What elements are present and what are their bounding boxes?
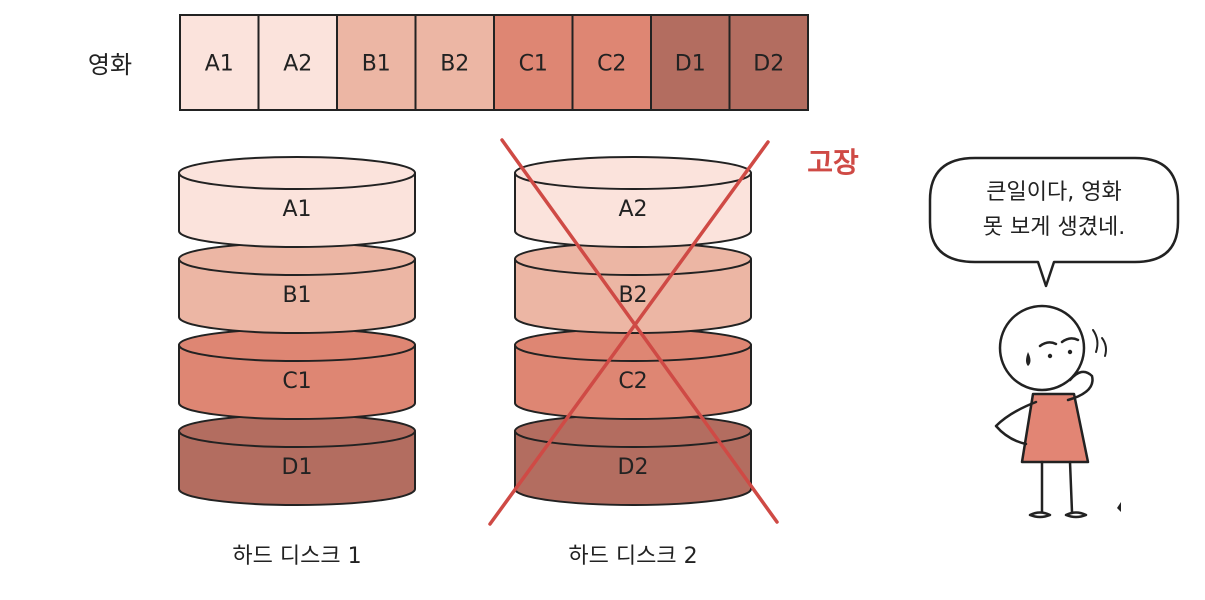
movie-block: D1 xyxy=(651,15,730,110)
movie-label: 영화 xyxy=(88,51,132,79)
disk-platter-label: D1 xyxy=(282,455,313,480)
character-eye xyxy=(1048,354,1052,358)
disk-platter-label: D2 xyxy=(618,455,649,480)
disk-platter-label: A1 xyxy=(282,197,311,222)
disk-platter-label: B2 xyxy=(618,283,647,308)
movie-block-label: A1 xyxy=(205,52,234,77)
movie-block-label: D2 xyxy=(753,52,784,77)
movie-block: A2 xyxy=(259,15,338,110)
movie-block: C2 xyxy=(573,15,652,110)
speech-line-2: 못 보게 생겼네. xyxy=(983,215,1125,240)
disk-platter: B1 xyxy=(179,243,415,333)
movie-block-label: C1 xyxy=(519,52,548,77)
movie-block-label: C2 xyxy=(597,52,626,77)
movie-block-label: D1 xyxy=(675,52,706,77)
movie-block: A1 xyxy=(180,15,259,110)
disk-platter-label: C1 xyxy=(282,369,311,394)
failure-label: 고장 xyxy=(807,146,859,179)
movie-block: B1 xyxy=(337,15,416,110)
disk1-caption: 하드 디스크 1 xyxy=(232,544,361,569)
disk-platter-label: A2 xyxy=(618,197,647,222)
speech-bubble: 큰일이다, 영화 못 보게 생겼네. xyxy=(930,158,1178,286)
hard-disk-1: D1 C1 B1 A1 xyxy=(179,157,415,505)
worried-character xyxy=(996,306,1106,517)
disk-platter: D1 xyxy=(179,415,415,505)
movie-block-label: B1 xyxy=(362,52,391,77)
disk-platter: A2 xyxy=(515,157,751,247)
movie-block-label: B2 xyxy=(440,52,469,77)
movie-block: B2 xyxy=(416,15,495,110)
partial-icon xyxy=(1117,502,1121,512)
disk-platter: A1 xyxy=(179,157,415,247)
movie-block: C1 xyxy=(494,15,573,110)
disk-platter-label: B1 xyxy=(282,283,311,308)
movie-block: D2 xyxy=(730,15,809,110)
disk-platter-label: C2 xyxy=(618,369,647,394)
disk-platter: C1 xyxy=(179,329,415,419)
disk2-caption: 하드 디스크 2 xyxy=(568,544,697,569)
movie-block-label: A2 xyxy=(283,52,312,77)
movie-block-strip: A1 A2 B1 B2 C1 C2 D1 D2 xyxy=(180,15,808,110)
speech-line-1: 큰일이다, 영화 xyxy=(986,180,1121,205)
disk-platter: D2 xyxy=(515,415,751,505)
disk-platter: C2 xyxy=(515,329,751,419)
